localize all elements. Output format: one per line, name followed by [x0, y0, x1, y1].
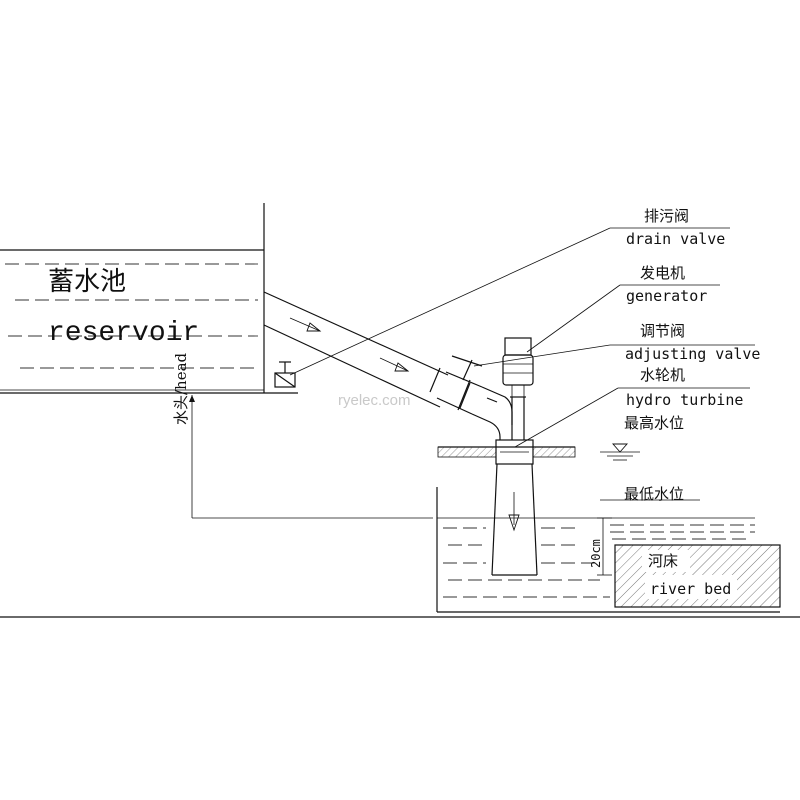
reservoir-label-zh: 蓄水池 [48, 267, 126, 297]
max-water-level-label: 最高水位 [624, 414, 684, 432]
adjusting-valve-label-zh: 调节阀 [640, 322, 685, 340]
reservoir-water-lines [5, 263, 258, 369]
generator-label-zh: 发电机 [640, 264, 685, 282]
drain-valve-label: 排污阀 drain valve [626, 207, 725, 248]
head-dimension: 水头/head [172, 352, 433, 519]
reservoir-label-en: reservoir [48, 318, 199, 349]
drain-valve-label-en: drain valve [626, 230, 725, 248]
adjusting-valve-label-en: adjusting valve [625, 345, 760, 363]
river-bed-label-en: river bed [650, 580, 731, 598]
draft-tube [491, 463, 538, 576]
depth-label: 20cm [589, 539, 603, 568]
hydro-turbine-label-zh: 水轮机 [640, 366, 685, 384]
watermark: ryelec.com [338, 392, 411, 409]
river-bed-label-zh: 河床 [648, 552, 678, 570]
river-bed: 河床 river bed [614, 544, 781, 608]
max-water-level-symbol [600, 443, 640, 461]
generator-label-en: generator [626, 287, 707, 305]
drain-valve-label-zh: 排污阀 [644, 207, 689, 225]
generator-label: 发电机 generator [626, 264, 707, 305]
turbine-platform [437, 439, 576, 465]
hydro-turbine-label: 水轮机 hydro turbine [626, 366, 743, 409]
penstock-pipe [263, 291, 471, 411]
depth-dimension: 20cm [589, 517, 612, 576]
generator-symbol [502, 337, 534, 440]
hydro-turbine-label-en: hydro turbine [626, 391, 743, 409]
adjusting-valve-symbol [436, 355, 513, 440]
tailwater-pool [436, 487, 780, 613]
adjusting-valve-label: 调节阀 adjusting valve [625, 322, 760, 363]
head-label: 水头/head [172, 352, 190, 425]
leader-lines [289, 227, 755, 501]
drain-valve-symbol [274, 361, 296, 388]
reservoir: 蓄水池 reservoir [0, 203, 298, 394]
min-water-level-label: 最低水位 [624, 485, 684, 503]
